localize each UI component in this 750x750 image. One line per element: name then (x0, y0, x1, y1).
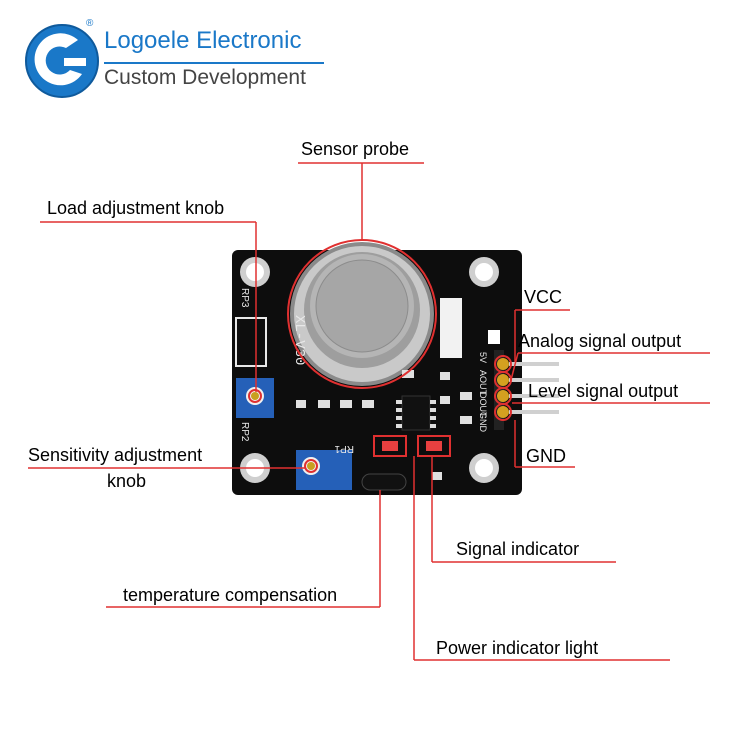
temperature-compensation-label: temperature compensation (123, 584, 337, 606)
power-indicator-light-label: Power indicator light (436, 637, 598, 659)
rp1-potentiometer (296, 450, 352, 490)
vcc-label: VCC (524, 286, 562, 308)
load-adjustment-knob-label: Load adjustment knob (47, 197, 224, 219)
pin-label-gnd: GND (478, 412, 488, 433)
rp2-marking: RP2 (239, 422, 250, 442)
analog-signal-output-label: Analog signal output (518, 330, 681, 352)
rp3-marking: RP3 (239, 288, 250, 308)
thermistor (362, 474, 406, 490)
sensitivity-adjustment-label: Sensitivity adjustment (28, 444, 202, 466)
signal-indicator-label: Signal indicator (456, 538, 579, 560)
sensor-probe (290, 242, 434, 386)
sensitivity-adjustment-label-2: knob (107, 470, 146, 492)
rp1-marking: RP1 (334, 443, 354, 454)
level-signal-output-label: Level signal output (528, 380, 678, 402)
gnd-label: GND (526, 445, 566, 467)
pin-label-5v: 5V (478, 352, 488, 363)
comparator-chip (396, 396, 436, 430)
rp2-potentiometer (236, 378, 274, 418)
sensor-probe-label: Sensor probe (301, 138, 409, 160)
